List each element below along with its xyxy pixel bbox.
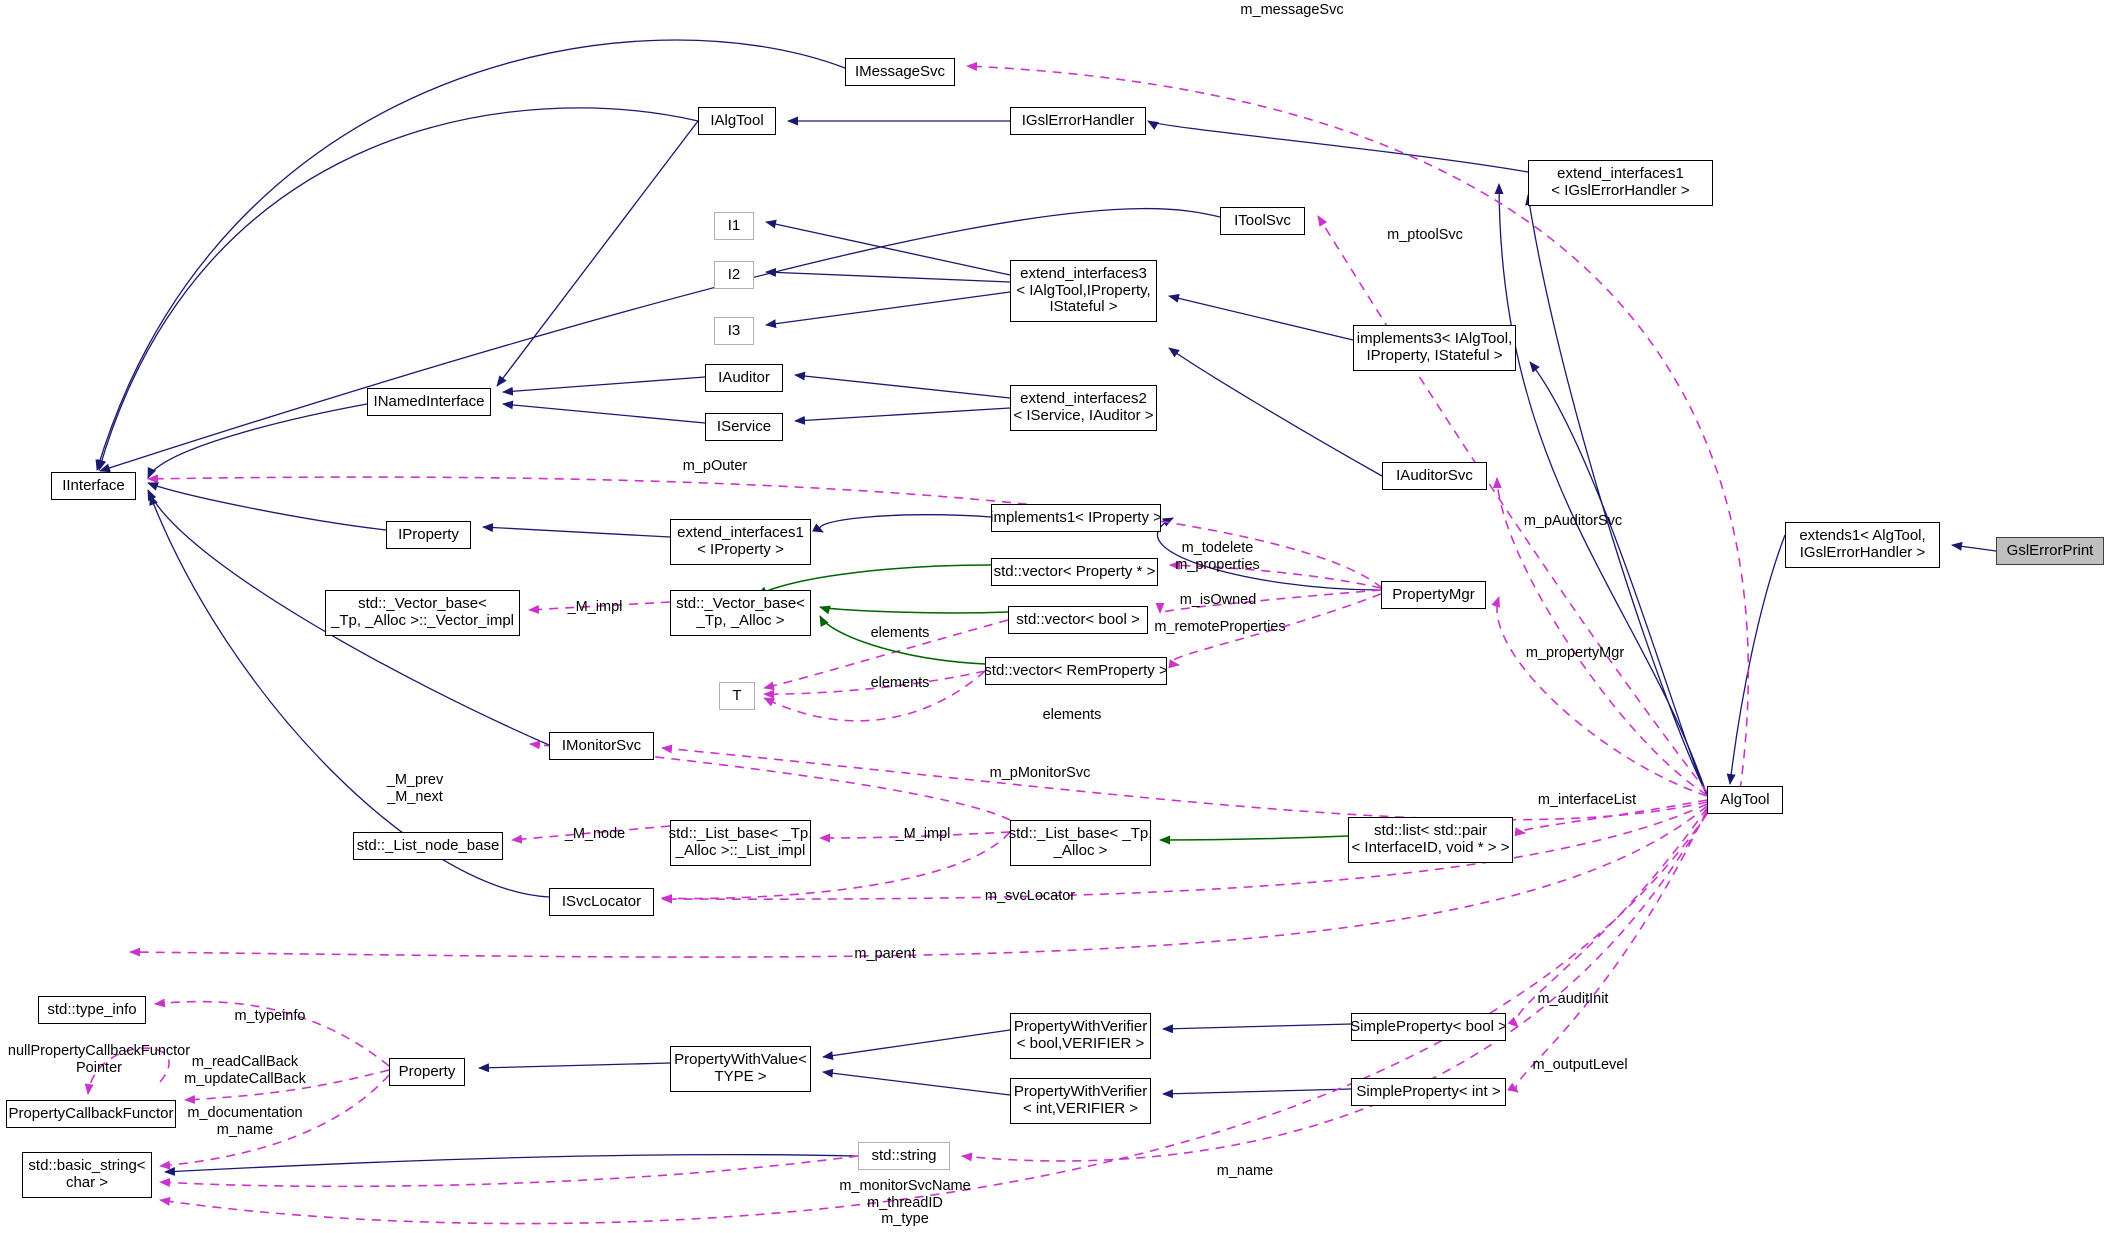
- node-IMonitorSvc[interactable]: IMonitorSvc: [549, 732, 654, 760]
- node-extend-interfaces1-IProperty[interactable]: extend_interfaces1 < IProperty >: [670, 519, 811, 565]
- edge-label-M-impl-list: _M_impl: [895, 826, 951, 842]
- edge-label-m-pOuter: m_pOuter: [682, 458, 748, 474]
- node-basic-string-char[interactable]: std::basic_string< char >: [22, 1152, 152, 1198]
- node-type-info[interactable]: std::type_info: [38, 996, 146, 1024]
- edge-label-elements-3: elements: [1042, 707, 1102, 723]
- node-IAuditor[interactable]: IAuditor: [705, 364, 783, 392]
- edge-label-m-readCallBack-m-updateCallBack: m_readCallBack m_updateCallBack: [184, 1054, 306, 1087]
- edge-label-m-remoteProperties: m_remoteProperties: [1154, 619, 1286, 635]
- node-List-base[interactable]: std::_List_base< _Tp, _Alloc >: [1009, 820, 1152, 866]
- node-PropertyCallbackFunctor[interactable]: PropertyCallbackFunctor: [6, 1100, 176, 1128]
- edge-label-m-outputLevel: m_outputLevel: [1532, 1057, 1628, 1073]
- node-Vector-base[interactable]: std::_Vector_base< _Tp, _Alloc >: [670, 590, 811, 636]
- node-List-base-List-impl[interactable]: std::_List_base< _Tp, _Alloc >::_List_im…: [669, 820, 812, 866]
- node-PropertyWithVerifier-int[interactable]: PropertyWithVerifier < int,VERIFIER >: [1010, 1078, 1151, 1124]
- node-SimpleProperty-bool[interactable]: SimpleProperty< bool >: [1350, 1013, 1507, 1041]
- node-IProperty[interactable]: IProperty: [386, 521, 471, 549]
- node-vector-RemProperty[interactable]: std::vector< RemProperty >: [984, 657, 1168, 685]
- edge-label-m-isOwned: m_isOwned: [1179, 592, 1257, 608]
- node-implements1-IProperty[interactable]: implements1< IProperty >: [990, 504, 1162, 532]
- edge-label-m-ptoolSvc: m_ptoolSvc: [1387, 227, 1463, 243]
- node-T[interactable]: T: [719, 682, 755, 710]
- edge-label-M-impl-vector: _M_impl: [567, 599, 623, 615]
- node-Property[interactable]: Property: [389, 1058, 465, 1086]
- edge-label-m-typeinfo: m_typeinfo: [234, 1008, 306, 1024]
- node-IGslErrorHandler[interactable]: IGslErrorHandler: [1010, 107, 1146, 135]
- node-GslErrorPrint[interactable]: GslErrorPrint: [1996, 537, 2104, 565]
- edge-label-m-interfaceList: m_interfaceList: [1537, 792, 1637, 808]
- node-extend-interfaces1-IGslErrorHandler[interactable]: extend_interfaces1 < IGslErrorHandler >: [1528, 160, 1713, 206]
- edge-label-elements-1: elements: [870, 625, 930, 641]
- edge-label-M-prev-M-next: _M_prev _M_next: [386, 772, 444, 805]
- node-list-pair-InterfaceID[interactable]: std::list< std::pair < InterfaceID, void…: [1348, 817, 1513, 863]
- edge-label-m-pMonitorSvc: m_pMonitorSvc: [989, 765, 1091, 781]
- node-IService[interactable]: IService: [705, 413, 783, 441]
- edge-label-m-messageSvc: m_messageSvc: [1240, 2, 1344, 18]
- node-PropertyMgr[interactable]: PropertyMgr: [1381, 581, 1486, 609]
- edge-label-m-documentation-m-name: m_documentation m_name: [187, 1105, 303, 1138]
- edge-label-m-auditInit: m_auditInit: [1537, 991, 1609, 1007]
- node-I1[interactable]: I1: [714, 212, 754, 240]
- node-IMessageSvc[interactable]: IMessageSvc: [845, 58, 955, 86]
- node-IAlgTool[interactable]: IAlgTool: [698, 107, 776, 135]
- node-List-node-base[interactable]: std::_List_node_base: [353, 832, 503, 860]
- node-ISvcLocator[interactable]: ISvcLocator: [549, 888, 654, 916]
- node-IToolSvc[interactable]: IToolSvc: [1220, 207, 1305, 235]
- node-IAuditorSvc[interactable]: IAuditorSvc: [1382, 462, 1487, 490]
- edge-label-m-pAuditorSvc: m_pAuditorSvc: [1523, 513, 1623, 529]
- edge-label-m-propertyMgr: m_propertyMgr: [1525, 645, 1625, 661]
- node-AlgTool[interactable]: AlgTool: [1707, 786, 1783, 814]
- edge-label-m-monitorSvcName-m-threadID-m-type: m_monitorSvcName m_threadID m_type: [839, 1178, 971, 1228]
- node-PropertyWithVerifier-bool[interactable]: PropertyWithVerifier < bool,VERIFIER >: [1010, 1013, 1151, 1059]
- edge-label-m-parent: m_parent: [854, 946, 916, 962]
- node-std-string[interactable]: std::string: [858, 1142, 950, 1170]
- edge-label-elements-2: elements: [870, 675, 930, 691]
- edge-label-M-node: _M_node: [564, 826, 626, 842]
- node-extend-interfaces2[interactable]: extend_interfaces2 < IService, IAuditor …: [1010, 385, 1157, 431]
- node-implements3[interactable]: implements3< IAlgTool, IProperty, IState…: [1353, 325, 1516, 371]
- node-PropertyWithValue[interactable]: PropertyWithValue< TYPE >: [670, 1046, 811, 1092]
- node-I3[interactable]: I3: [714, 317, 754, 345]
- node-Vector-base-Vector-impl[interactable]: std::_Vector_base< _Tp, _Alloc >::_Vecto…: [325, 590, 520, 636]
- node-extends1-AlgTool-IGslErrorHandler[interactable]: extends1< AlgTool, IGslErrorHandler >: [1785, 522, 1940, 568]
- node-I2[interactable]: I2: [714, 261, 754, 289]
- node-IInterface[interactable]: IInterface: [51, 472, 136, 500]
- node-INamedInterface[interactable]: INamedInterface: [367, 388, 491, 416]
- edge-label-m-todelete-m-properties: m_todelete m_properties: [1175, 540, 1260, 573]
- edge-label-m-name-right: m_name: [1216, 1163, 1274, 1179]
- node-extend-interfaces3[interactable]: extend_interfaces3 < IAlgTool,IProperty,…: [1010, 260, 1157, 322]
- node-SimpleProperty-int[interactable]: SimpleProperty< int >: [1351, 1078, 1506, 1106]
- edge-label-m-svcLocator: m_svcLocator: [984, 888, 1076, 904]
